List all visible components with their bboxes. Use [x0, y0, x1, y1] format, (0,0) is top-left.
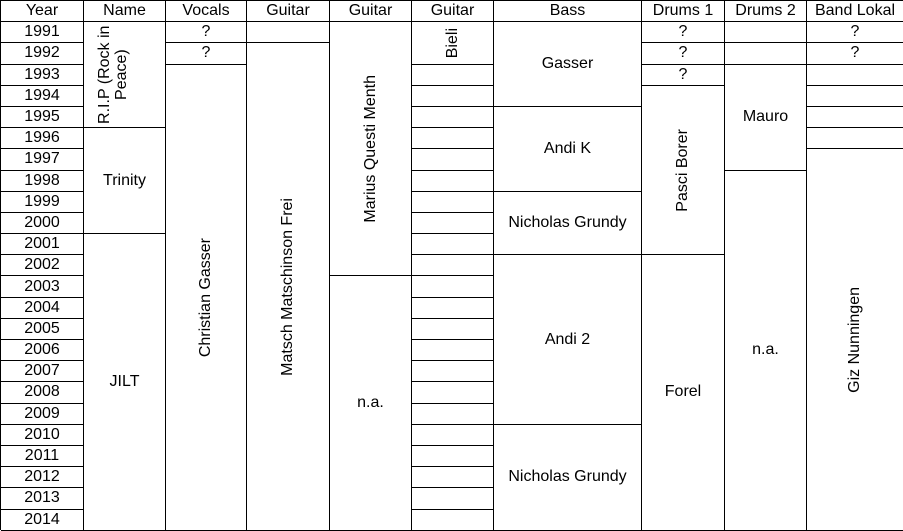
bass-nicholas-grundy-1: Nicholas Grundy — [494, 191, 642, 256]
year-cell: 2008 — [1, 382, 84, 404]
guitar3-empty — [412, 340, 494, 362]
header-bass: Bass — [494, 1, 642, 23]
drums2-empty — [725, 22, 807, 44]
guitar2-na: n.a. — [330, 276, 412, 531]
guitar2-marius-text: Marius Questi Menth — [361, 75, 379, 223]
header-band-lokal: Band Lokal — [807, 1, 903, 23]
drums1-pasci-borer: Pasci Borer — [642, 85, 725, 256]
drums1-unknown: ? — [642, 22, 725, 44]
lokal-giz-nunningen-text: Giz Nunningen — [846, 286, 863, 393]
year-cell: 2013 — [1, 488, 84, 510]
guitar1-matsch-text: Matsch Matschinson Frei — [279, 197, 296, 376]
guitar3-empty — [412, 445, 494, 468]
year-cell: 2001 — [1, 234, 84, 256]
guitar3-empty — [412, 85, 494, 107]
band-name-rip: R.I.P (Rock in Peace) — [84, 22, 166, 129]
vocals-christian-gasser-text: Christian Gasser — [197, 237, 214, 357]
guitar3-empty — [412, 424, 494, 446]
lokal-empty — [807, 128, 903, 150]
header-guitar-2: Guitar — [330, 1, 412, 23]
drums1-forel: Forel — [642, 255, 725, 531]
year-cell: 1994 — [1, 85, 84, 107]
guitar3-empty — [412, 276, 494, 298]
guitar3-empty — [412, 509, 494, 531]
drums2-mauro: Mauro — [725, 64, 807, 171]
lokal-giz-nunningen: Giz Nunningen — [807, 149, 903, 531]
guitar3-empty — [412, 191, 494, 213]
drums1-unknown: ? — [642, 43, 725, 65]
guitar3-bieli-text: Bieli — [443, 27, 461, 58]
guitar3-empty — [412, 64, 494, 86]
header-guitar-1: Guitar — [247, 1, 330, 23]
year-cell: 1996 — [1, 128, 84, 150]
lokal-unknown: ? — [807, 22, 903, 44]
guitar3-bieli: Bieli — [412, 22, 494, 65]
guitar3-empty — [412, 170, 494, 192]
year-cell: 2011 — [1, 445, 84, 468]
year-cell: 2004 — [1, 297, 84, 319]
guitar3-empty — [412, 234, 494, 256]
guitar1-matsch: Matsch Matschinson Frei — [247, 43, 330, 531]
lokal-empty — [807, 107, 903, 129]
year-cell: 1997 — [1, 149, 84, 171]
header-vocals: Vocals — [166, 1, 247, 23]
guitar3-empty — [412, 297, 494, 319]
guitar3-empty — [412, 212, 494, 235]
guitar2-marius: Marius Questi Menth — [330, 22, 412, 277]
guitar3-empty — [412, 149, 494, 171]
header-name: Name — [84, 1, 166, 23]
guitar3-empty — [412, 382, 494, 404]
header-guitar-3: Guitar — [412, 1, 494, 23]
year-cell: 2003 — [1, 276, 84, 298]
year-cell: 1999 — [1, 191, 84, 213]
year-cell: 1993 — [1, 64, 84, 86]
drums1-pasci-borer-text: Pasci Borer — [674, 128, 691, 212]
year-cell: 2009 — [1, 403, 84, 425]
guitar3-empty — [412, 403, 494, 425]
lokal-unknown: ? — [807, 43, 903, 65]
guitar3-empty — [412, 106, 494, 129]
guitar3-empty — [412, 467, 494, 489]
guitar3-empty — [412, 488, 494, 510]
band-name-rip-text: R.I.P (Rock in Peace) — [95, 25, 130, 124]
bass-nicholas-grundy-2: Nicholas Grundy — [494, 424, 642, 531]
year-cell: 1998 — [1, 170, 84, 192]
lokal-empty — [807, 86, 903, 107]
header-year: Year — [1, 1, 84, 23]
band-name-jilt: JILT — [84, 234, 166, 531]
vocals-unknown: ? — [166, 22, 247, 44]
vocals-christian-gasser: Christian Gasser — [166, 64, 247, 531]
year-cell: 2005 — [1, 318, 84, 340]
guitar3-empty — [412, 318, 494, 340]
year-cell: 2012 — [1, 467, 84, 489]
year-cell: 2007 — [1, 361, 84, 383]
bass-gasser: Gasser — [494, 22, 642, 107]
drums2-empty — [725, 43, 807, 65]
lokal-empty — [807, 65, 903, 86]
header-drums-2: Drums 2 — [725, 1, 807, 23]
year-cell: 1992 — [1, 43, 84, 65]
header-drums-1: Drums 1 — [642, 1, 725, 23]
year-cell: 1991 — [1, 22, 84, 44]
year-cell: 2010 — [1, 424, 84, 446]
guitar1-empty — [247, 22, 330, 44]
year-cell: 2002 — [1, 255, 84, 277]
bass-andi-k: Andi K — [494, 106, 642, 192]
year-cell: 2006 — [1, 340, 84, 362]
bass-andi-2: Andi 2 — [494, 255, 642, 425]
band-name-trinity: Trinity — [84, 128, 166, 235]
vocals-unknown: ? — [166, 43, 247, 65]
drums2-na: n.a. — [725, 170, 807, 531]
drums1-unknown: ? — [642, 64, 725, 86]
guitar3-empty — [412, 128, 494, 150]
year-cell: 1995 — [1, 106, 84, 129]
guitar3-empty — [412, 361, 494, 383]
year-cell: 2000 — [1, 212, 84, 235]
guitar3-empty — [412, 255, 494, 277]
year-cell: 2014 — [1, 509, 84, 531]
